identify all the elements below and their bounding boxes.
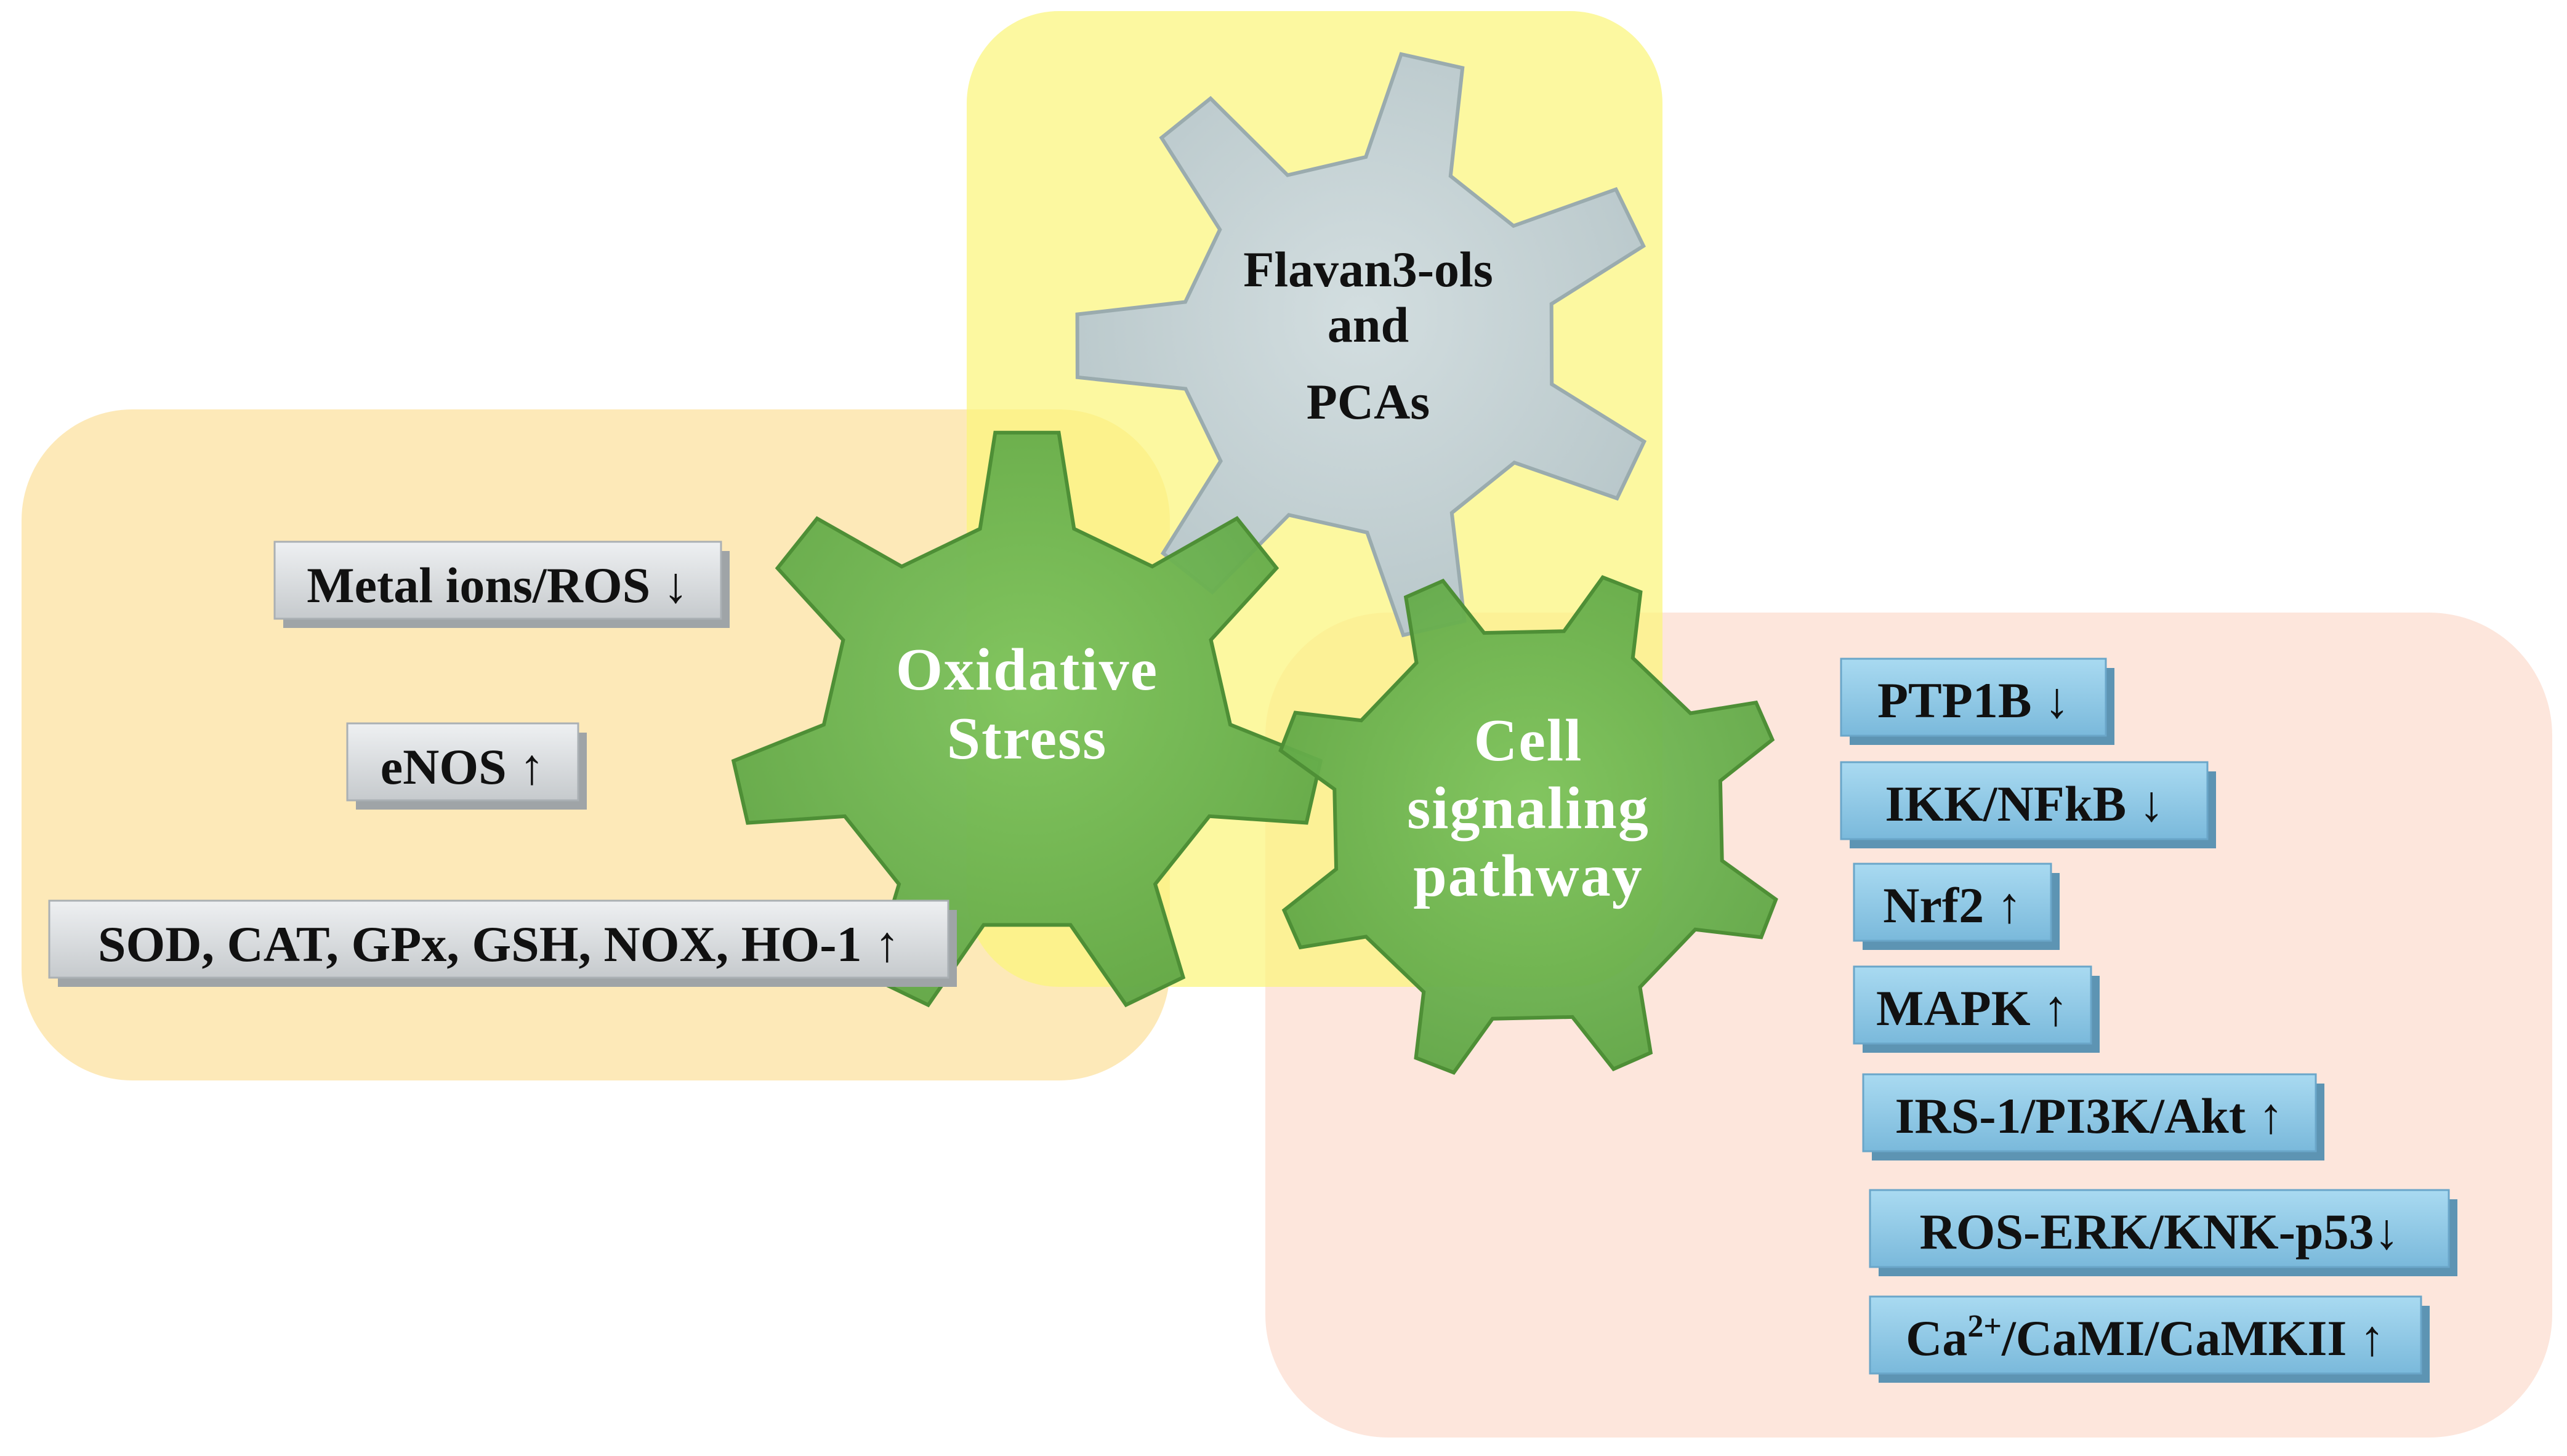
right-effect-box: IKK/NFkB ↓ [1840, 761, 2216, 848]
oxidative-gear-shape [731, 430, 1323, 1008]
right-box-label: ROS-ERK/KNK-p53↓ [1919, 1204, 2399, 1260]
right-effect-box: IRS-1/PI3K/Akt ↑ [1862, 1073, 2324, 1160]
flavan-label-line1: Flavan3-ols [1243, 241, 1493, 297]
cell-label-line2: signaling [1407, 775, 1650, 842]
left-box-label: SOD, CAT, GPx, GSH, NOX, HO-1 ↑ [98, 916, 900, 972]
cell-label-line3: pathway [1413, 843, 1643, 909]
left-effect-box: eNOS ↑ [346, 722, 587, 810]
right-box-label: PTP1B ↓ [1877, 672, 2069, 728]
right-effect-box: PTP1B ↓ [1840, 658, 2114, 745]
oxidative-label-line2: Stress [947, 706, 1108, 772]
right-effect-box: Nrf2 ↑ [1853, 863, 2060, 950]
flavan-label-line2: and [1328, 297, 1409, 353]
right-effect-box: MAPK ↑ [1853, 965, 2100, 1053]
right-box-label: IRS-1/PI3K/Akt ↑ [1895, 1088, 2283, 1144]
cell-gear-shape [1278, 575, 1778, 1075]
right-effect-box: ROS-ERK/KNK-p53↓ [1869, 1189, 2457, 1276]
right-box-label: Ca2+/CaMI/CaMKII ↑ [1906, 1309, 2385, 1366]
calcium-label-superscript: 2+ [1967, 1309, 2002, 1344]
left-box-label: eNOS ↑ [381, 739, 545, 795]
cell-label-line1: Cell [1474, 707, 1583, 774]
left-effect-box: Metal ions/ROS ↓ [273, 541, 730, 628]
left-effect-box: SOD, CAT, GPx, GSH, NOX, HO-1 ↑ [48, 899, 957, 987]
right-box-label: Nrf2 ↑ [1883, 877, 2021, 933]
calcium-label-rest: /CaMI/CaMKII ↑ [2001, 1310, 2385, 1366]
right-box-label: MAPK ↑ [1876, 980, 2068, 1036]
left-box-label: Metal ions/ROS ↓ [307, 557, 688, 613]
calcium-label-base: Ca [1906, 1310, 1967, 1366]
flavan-label-line3: PCAs [1307, 374, 1430, 430]
right-effect-box: Ca2+/CaMI/CaMKII ↑ [1869, 1295, 2430, 1383]
oxidative-label-line1: Oxidative [896, 637, 1158, 703]
right-box-label: IKK/NFkB ↓ [1885, 776, 2164, 832]
flavan-gear-shape [1075, 52, 1647, 638]
